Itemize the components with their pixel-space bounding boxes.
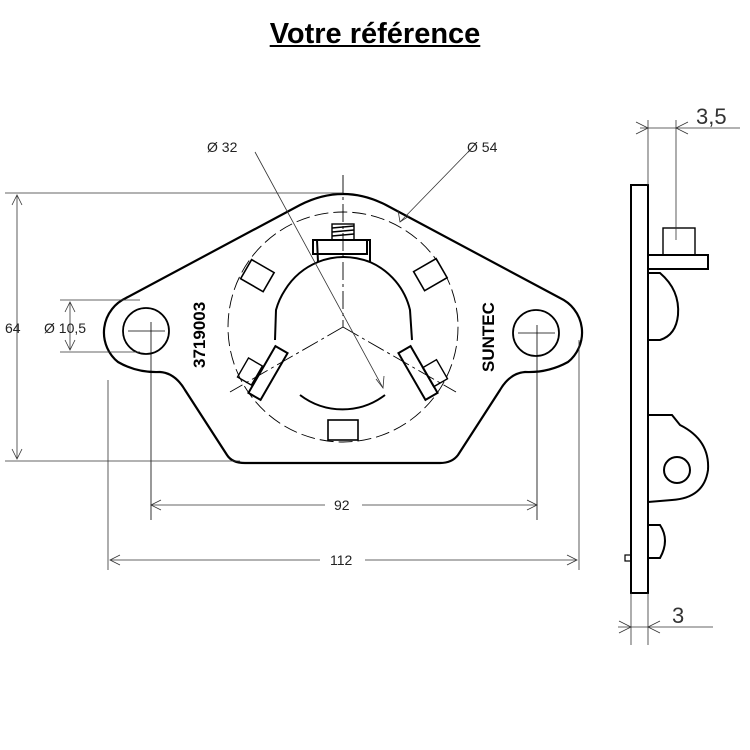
central-bore <box>274 239 413 411</box>
side-view <box>624 184 710 594</box>
part-number-label: 3719003 <box>190 302 209 368</box>
threaded-stud <box>236 223 449 388</box>
plate-thickness-label: 3 <box>672 603 684 628</box>
mounting-hole-left <box>122 307 170 355</box>
overall-width-label: 112 <box>330 552 353 568</box>
stud-offset-label: 3,5 <box>696 104 727 129</box>
outer-diameter-label: Ø 54 <box>467 139 498 155</box>
brand-label: SUNTEC <box>479 302 498 372</box>
hole-spacing-label: 92 <box>334 497 350 513</box>
inner-diameter-label: Ø 32 <box>207 139 238 155</box>
page-title: Votre référence <box>269 18 481 50</box>
slots <box>239 257 449 441</box>
plate-outline <box>102 192 584 465</box>
height-label: 64 <box>5 320 21 336</box>
mounting-hole-right <box>512 309 560 357</box>
hole-diameter-label: Ø 10,5 <box>44 320 86 336</box>
